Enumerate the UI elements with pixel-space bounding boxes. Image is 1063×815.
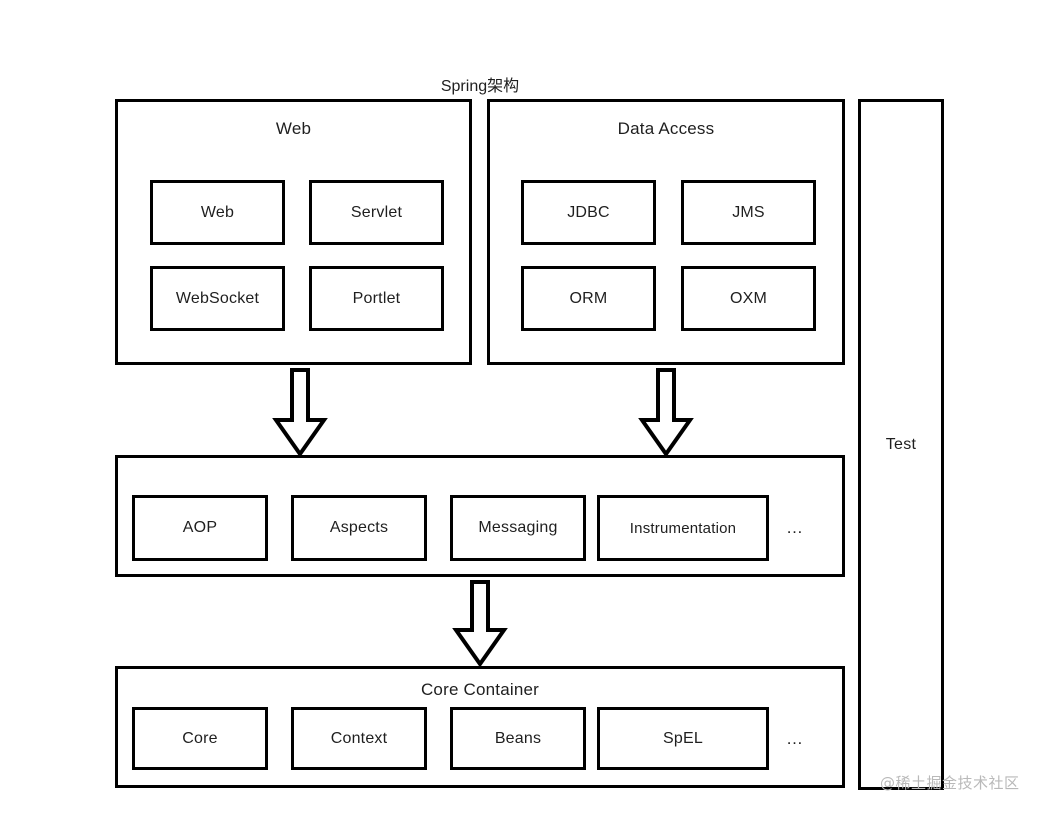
module-data-access-oxm[interactable]: OXM: [681, 266, 816, 331]
group-panel-test[interactable]: Test: [858, 99, 944, 790]
page-title: Spring架构: [440, 78, 520, 95]
module-label: Core: [182, 729, 218, 747]
module-web-servlet[interactable]: Servlet: [309, 180, 444, 245]
arrow-aop-to-core: [452, 580, 508, 666]
module-instrumentation[interactable]: Instrumentation: [597, 495, 769, 561]
module-label: SpEL: [663, 729, 703, 747]
core-container-ellipsis: …: [786, 728, 804, 748]
module-label: OXM: [729, 289, 768, 307]
module-label: Messaging: [478, 519, 558, 536]
module-web-portlet[interactable]: Portlet: [309, 266, 444, 331]
group-title-test: Test: [885, 435, 917, 453]
module-label: Beans: [494, 729, 542, 747]
module-label: ORM: [569, 289, 608, 307]
module-web-web[interactable]: Web: [150, 180, 285, 245]
group-title-data-access: Data Access: [617, 119, 715, 138]
group-title-web: Web: [275, 119, 312, 138]
module-label: Servlet: [350, 203, 403, 221]
module-label: JDBC: [567, 203, 610, 221]
module-spel[interactable]: SpEL: [597, 707, 769, 770]
module-aop[interactable]: AOP: [132, 495, 268, 561]
module-context[interactable]: Context: [291, 707, 427, 770]
module-label: Aspects: [329, 519, 389, 536]
module-label: WebSocket: [175, 289, 260, 307]
module-label: Context: [330, 729, 388, 747]
module-data-access-jms[interactable]: JMS: [681, 180, 816, 245]
module-label: Portlet: [352, 289, 401, 307]
aop-layer-ellipsis: …: [786, 518, 804, 537]
module-data-access-orm[interactable]: ORM: [521, 266, 656, 331]
module-web-websocket[interactable]: WebSocket: [150, 266, 285, 331]
arrow-data-access-to-aop: [638, 368, 694, 456]
module-label: Web: [200, 203, 235, 221]
module-core[interactable]: Core: [132, 707, 268, 770]
group-title-core-container: Core Container: [420, 680, 540, 699]
arrow-web-to-aop: [272, 368, 328, 456]
module-messaging[interactable]: Messaging: [450, 495, 586, 561]
module-aspects[interactable]: Aspects: [291, 495, 427, 561]
module-label: Instrumentation: [629, 519, 737, 537]
module-beans[interactable]: Beans: [450, 707, 586, 770]
module-label: AOP: [182, 519, 218, 536]
watermark: @稀土掘金技术社区: [880, 774, 1020, 792]
module-label: JMS: [732, 203, 765, 221]
module-data-access-jdbc[interactable]: JDBC: [521, 180, 656, 245]
